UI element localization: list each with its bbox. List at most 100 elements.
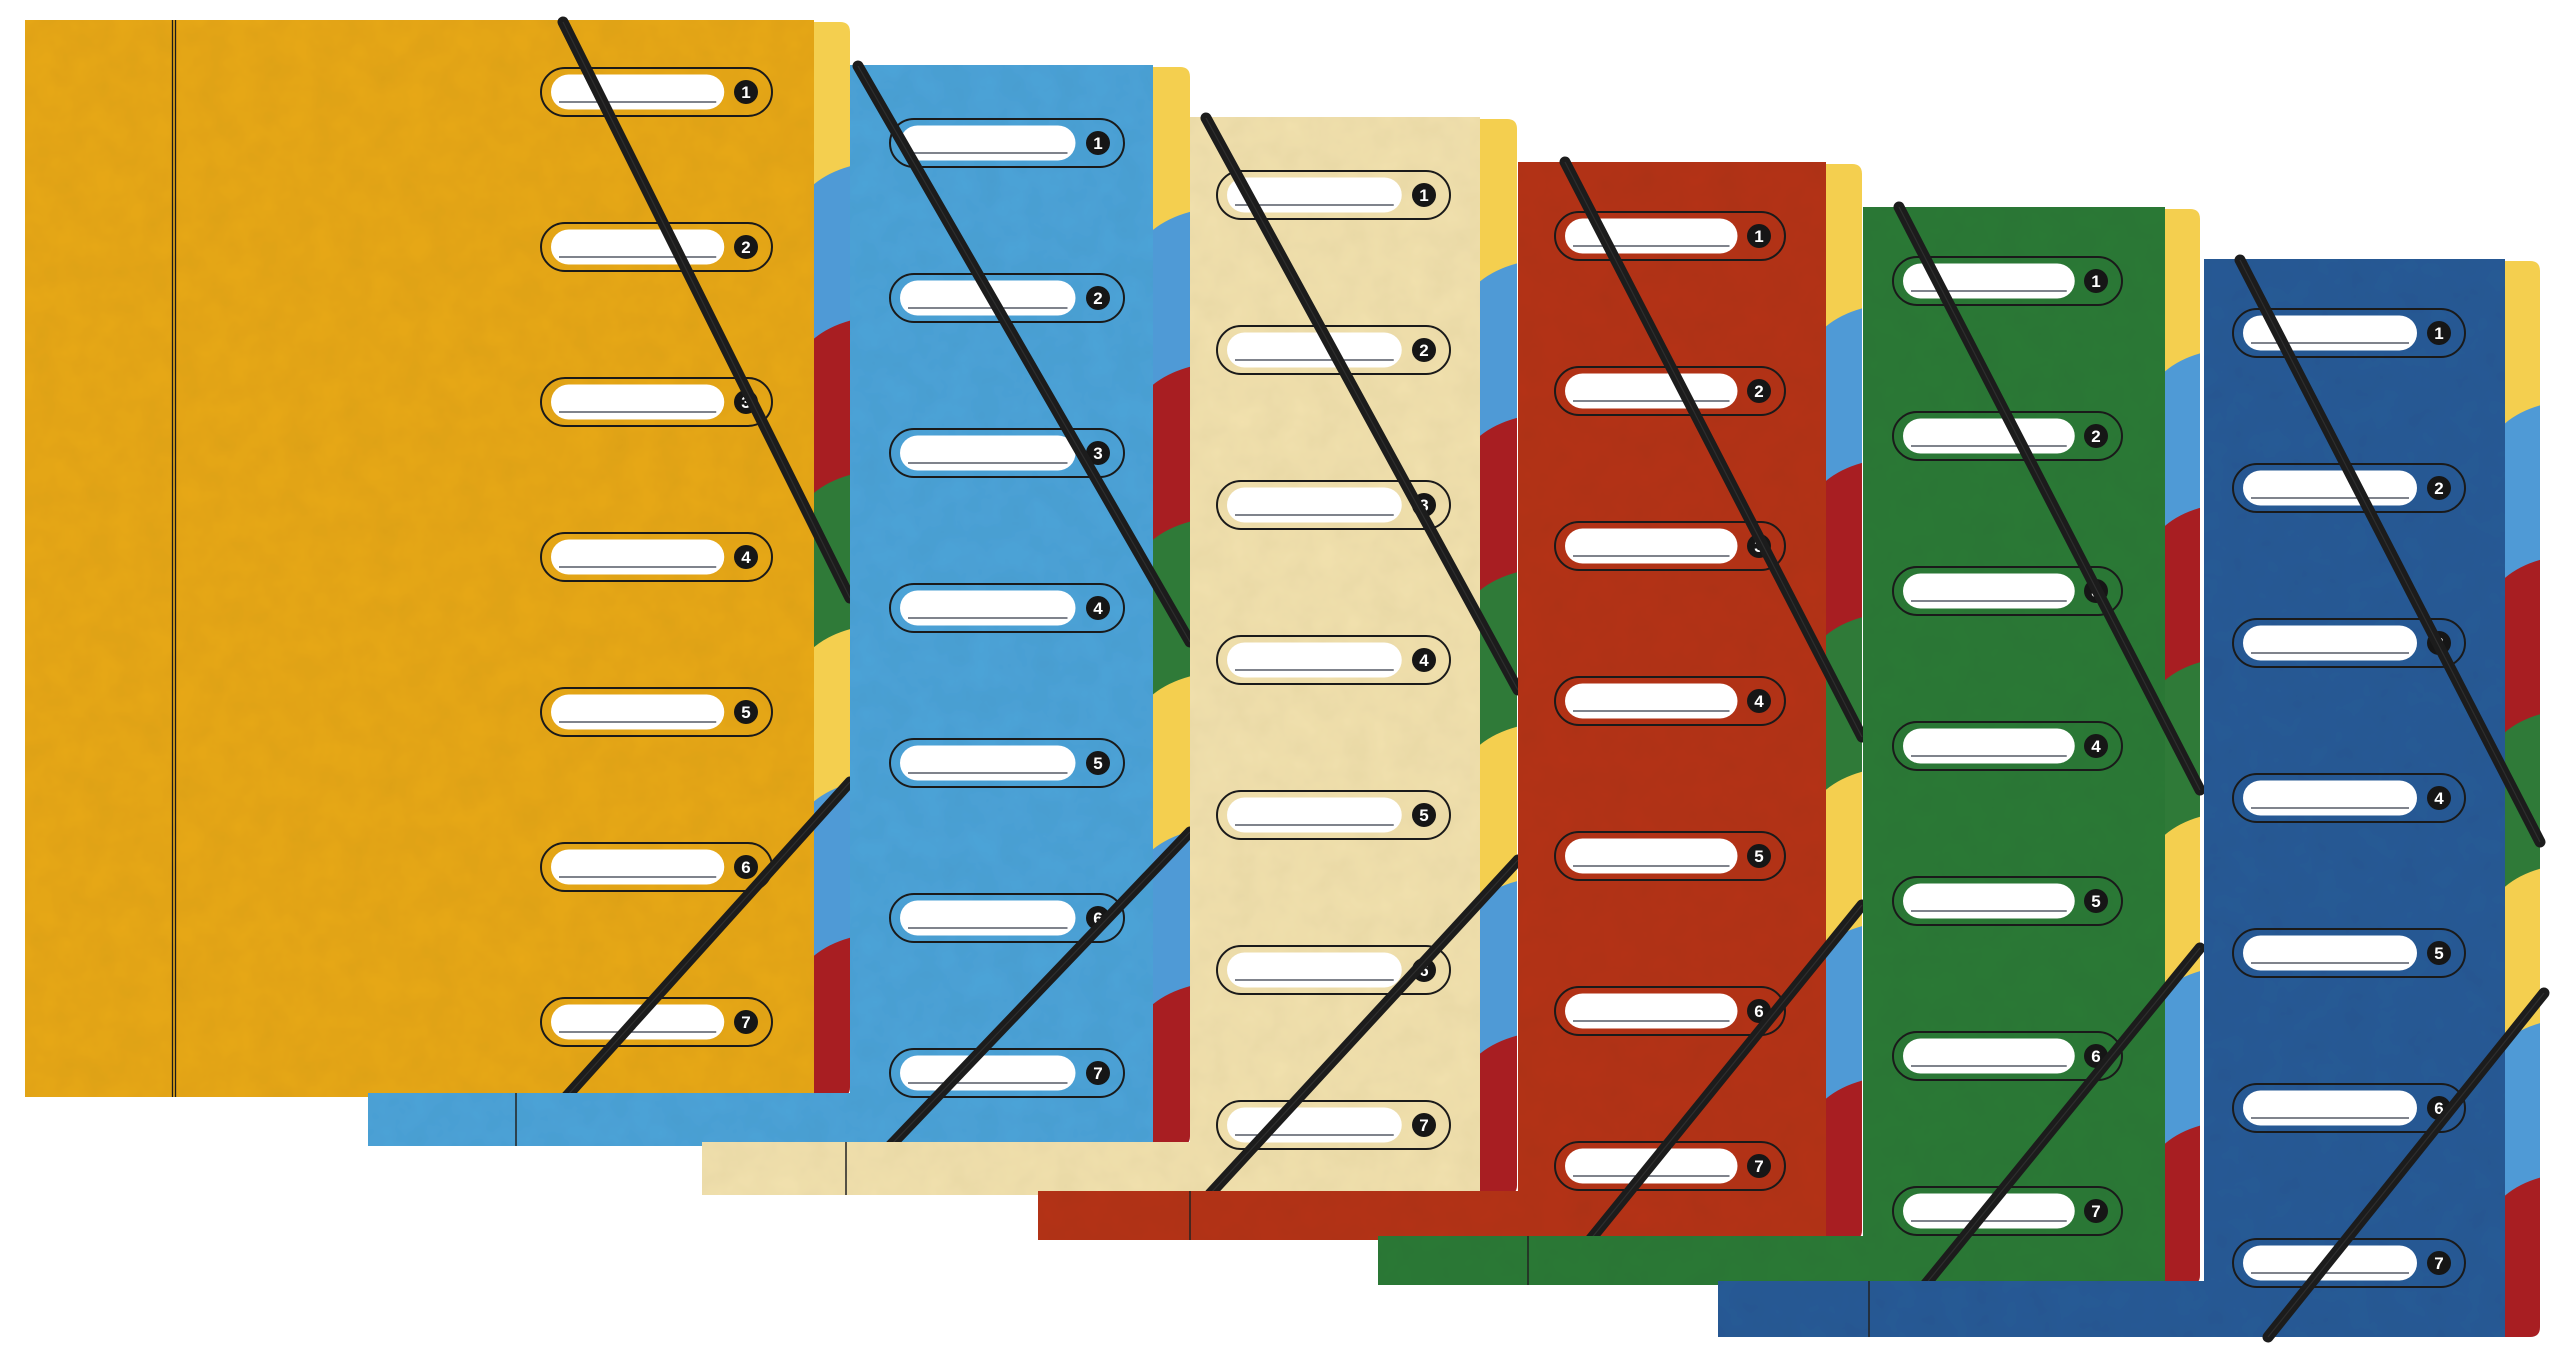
number-badge bbox=[1412, 803, 1436, 827]
label-slot bbox=[1227, 332, 1402, 368]
label-slot bbox=[900, 745, 1076, 781]
divider-tab-blue bbox=[2505, 1023, 2540, 1202]
label-slot bbox=[1227, 487, 1402, 523]
divider-tab-red bbox=[2165, 1125, 2200, 1285]
number-badge bbox=[2084, 269, 2108, 293]
label-slot bbox=[900, 435, 1076, 471]
divider-tab-red bbox=[1153, 986, 1190, 1146]
label-window-4: 4 bbox=[889, 583, 1125, 633]
label-slot bbox=[551, 74, 725, 110]
label-slot bbox=[1227, 952, 1402, 988]
number-badge bbox=[734, 700, 758, 724]
divider-tab-red bbox=[2505, 1177, 2540, 1337]
number-label: 2 bbox=[741, 238, 750, 257]
label-slot bbox=[1227, 177, 1402, 213]
number-badge bbox=[734, 545, 758, 569]
divider-tab-red bbox=[1480, 1035, 1517, 1195]
number-label: 7 bbox=[1754, 1157, 1763, 1176]
label-window-3: 3 bbox=[889, 428, 1125, 478]
label-slot bbox=[2243, 935, 2417, 971]
label-window-5: 5 bbox=[889, 738, 1125, 788]
number-badge bbox=[1086, 131, 1110, 155]
label-slot bbox=[2243, 780, 2417, 816]
divider-tab-yellow bbox=[1480, 726, 1517, 906]
number-badge bbox=[1747, 844, 1771, 868]
divider-tab-yellow bbox=[2165, 209, 2200, 378]
divider-tab-red bbox=[2165, 507, 2200, 687]
label-window-6: 6 bbox=[2232, 1083, 2466, 1133]
number-label: 5 bbox=[2091, 892, 2100, 911]
number-label: 3 bbox=[741, 393, 750, 412]
number-badge bbox=[2427, 941, 2451, 965]
divider-tab-yellow bbox=[1826, 164, 1862, 333]
number-label: 6 bbox=[741, 858, 750, 877]
divider-tab-yellow bbox=[814, 629, 850, 808]
label-window-2: 2 bbox=[1554, 366, 1786, 416]
number-badge bbox=[2427, 321, 2451, 345]
label-window-4: 4 bbox=[540, 532, 773, 582]
label-slot bbox=[1903, 728, 2075, 764]
number-badge bbox=[1747, 224, 1771, 248]
number-badge bbox=[1412, 183, 1436, 207]
label-slot bbox=[1565, 683, 1738, 719]
label-slot bbox=[2243, 625, 2417, 661]
label-window-5: 5 bbox=[1216, 790, 1451, 840]
label-slot bbox=[1565, 993, 1738, 1029]
number-badge bbox=[1412, 648, 1436, 672]
label-window-5: 5 bbox=[2232, 928, 2466, 978]
label-window-7: 7 bbox=[1554, 1141, 1786, 1191]
number-badge bbox=[1086, 596, 1110, 620]
divider-tab-yellow bbox=[1826, 771, 1862, 951]
label-slot bbox=[900, 900, 1076, 936]
divider-tab-blue bbox=[814, 783, 850, 962]
label-window-2: 2 bbox=[2232, 463, 2466, 513]
label-window-4: 4 bbox=[2232, 773, 2466, 823]
number-label: 5 bbox=[1419, 806, 1428, 825]
divider-tab-blue bbox=[2165, 353, 2200, 532]
divider-tab-blue bbox=[1153, 211, 1190, 391]
number-badge bbox=[2084, 734, 2108, 758]
number-badge bbox=[2427, 786, 2451, 810]
number-label: 2 bbox=[2091, 427, 2100, 446]
label-window-4: 4 bbox=[1554, 676, 1786, 726]
number-label: 6 bbox=[2091, 1047, 2100, 1066]
divider-tabs bbox=[1826, 164, 1862, 1240]
divider-tab-blue bbox=[1826, 308, 1862, 487]
number-label: 6 bbox=[1093, 909, 1102, 928]
number-label: 1 bbox=[741, 83, 750, 102]
number-label: 5 bbox=[1754, 847, 1763, 866]
divider-tab-blue bbox=[1480, 263, 1517, 442]
divider-tab-yellow bbox=[1480, 119, 1517, 288]
number-label: 4 bbox=[1419, 651, 1429, 670]
label-window-1: 1 bbox=[889, 118, 1125, 168]
divider-tab-red bbox=[1826, 462, 1862, 642]
divider-tab-red bbox=[1153, 366, 1190, 546]
number-label: 1 bbox=[1419, 186, 1428, 205]
divider-tab-blue bbox=[2505, 405, 2540, 584]
number-label: 2 bbox=[1754, 382, 1763, 401]
label-slot bbox=[1565, 838, 1738, 874]
number-label: 7 bbox=[2434, 1254, 2443, 1273]
divider-tab-red bbox=[2505, 559, 2540, 739]
number-label: 3 bbox=[1093, 444, 1102, 463]
divider-tabs bbox=[1153, 67, 1190, 1146]
label-slot bbox=[551, 384, 725, 420]
label-slot bbox=[551, 229, 725, 265]
label-slot bbox=[900, 590, 1076, 626]
number-badge bbox=[2427, 1251, 2451, 1275]
label-window-6: 6 bbox=[540, 842, 773, 892]
label-window-1: 1 bbox=[1216, 170, 1451, 220]
divider-tab-yellow bbox=[1153, 676, 1190, 856]
label-slot bbox=[1903, 1038, 2075, 1074]
number-label: 5 bbox=[2434, 944, 2443, 963]
label-slot bbox=[900, 1055, 1076, 1091]
number-badge bbox=[1086, 751, 1110, 775]
label-slot bbox=[1227, 1107, 1402, 1143]
